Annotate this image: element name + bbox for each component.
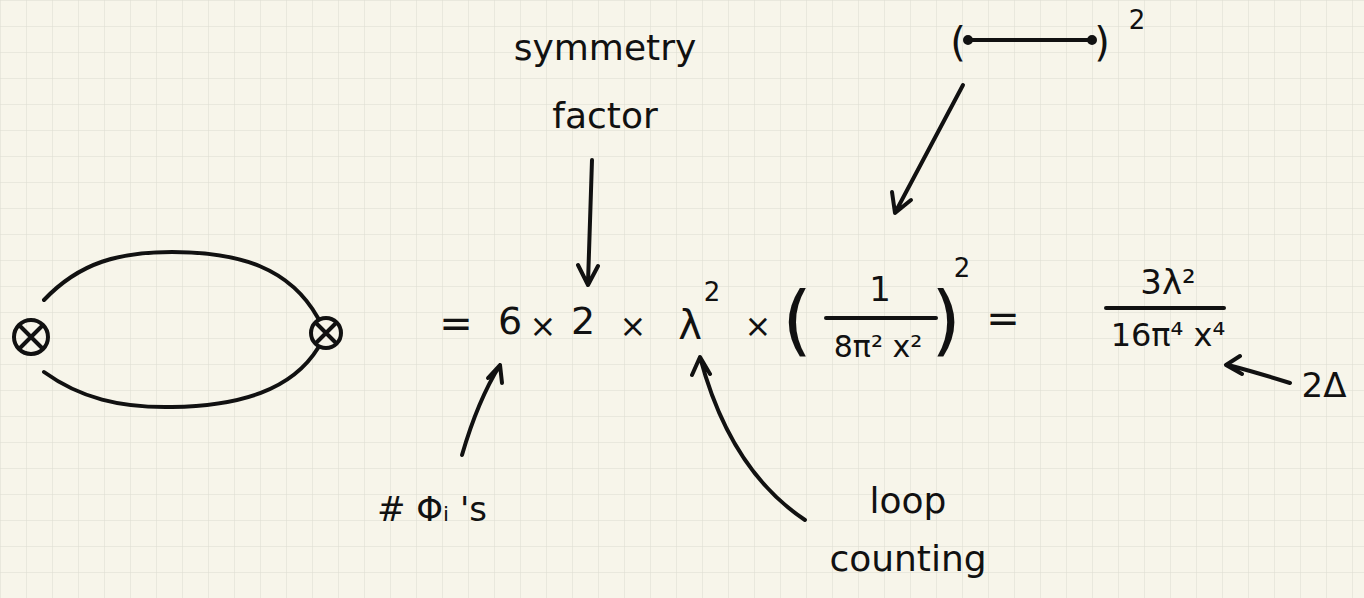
math-expression: 16π⁴ x⁴ [1111, 318, 1226, 353]
annotation-text: symmetry factor [505, 14, 705, 150]
math-expression: 8π² x² [834, 330, 923, 363]
propagator-sketch [1089, 37, 1095, 43]
annotation-arrow [462, 365, 502, 455]
math-number: 2 [571, 301, 595, 343]
annotation-text: 2Δ [1302, 367, 1347, 404]
annotation-text: # Φᵢ 's [377, 491, 487, 528]
annotation-arrow [692, 357, 805, 520]
annotation-arrow [892, 85, 963, 213]
propagator-sketch [965, 37, 971, 43]
annotation-text: loop counting [821, 472, 996, 588]
operator-vertex [311, 318, 341, 348]
fraction-bar [826, 316, 936, 320]
operator-vertex [14, 320, 48, 354]
propagator-sketch [968, 38, 1092, 42]
parenthesis: ( [782, 278, 812, 362]
parenthesis: ( [950, 20, 966, 64]
propagator-line [44, 252, 318, 318]
math-symbol: × [745, 309, 772, 344]
exponent: 2 [954, 254, 971, 283]
math-symbol: λ [678, 303, 702, 347]
math-symbol: × [530, 309, 557, 344]
exponent: 2 [1129, 6, 1146, 35]
math-expression: 3λ² [1140, 264, 1195, 301]
math-symbol: = [986, 296, 1020, 340]
propagator-line [44, 348, 318, 407]
operator-vertex [316, 323, 336, 343]
parenthesis: ) [931, 278, 961, 362]
operator-vertex [20, 326, 42, 348]
math-symbol: = [439, 301, 473, 345]
fraction-bar [1106, 306, 1224, 310]
parenthesis: ) [1094, 20, 1110, 64]
math-number: 6 [498, 301, 522, 343]
exponent: 2 [704, 278, 721, 307]
annotation-arrow [1226, 356, 1290, 383]
math-number: 1 [869, 271, 891, 308]
annotation-arrow [578, 160, 598, 285]
math-symbol: × [620, 309, 647, 344]
